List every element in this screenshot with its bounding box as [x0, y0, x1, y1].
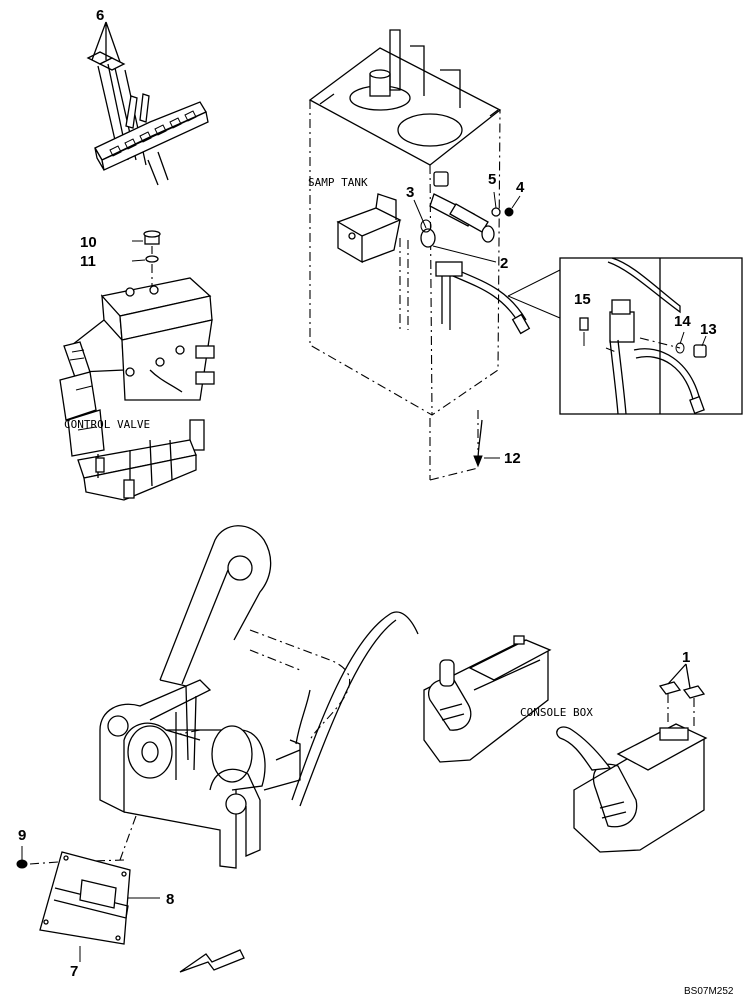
control-valve-label: CONTROL VALVE — [64, 418, 150, 431]
callout-14: 14 — [674, 313, 691, 330]
console-box-right — [556, 663, 708, 853]
callout-15: 15 — [574, 291, 591, 308]
plug-and-oring — [131, 230, 161, 290]
detail-box — [559, 257, 743, 415]
console-box-left — [423, 635, 552, 763]
callout-13: 13 — [700, 321, 717, 338]
callout-2: 2 — [500, 255, 508, 272]
callout-5: 5 — [488, 171, 496, 188]
callout-6: 6 — [96, 7, 104, 24]
callout-7: 7 — [70, 963, 78, 980]
figure-code: BS07M252 — [684, 986, 734, 997]
callout-12: 12 — [504, 450, 521, 467]
callout-4: 4 — [516, 179, 525, 196]
callout-11: 11 — [80, 253, 96, 270]
samp-tank-drawing — [308, 29, 561, 481]
nameplate-drawing — [16, 846, 160, 962]
callout-1: 1 — [682, 649, 690, 666]
samp-tank-label: SAMP TANK — [308, 176, 368, 189]
console-box-label: CONSOLE BOX — [520, 706, 593, 719]
boom-bracket-drawing — [59, 525, 419, 869]
callout-10: 10 — [80, 234, 97, 251]
callout-3: 3 — [406, 184, 414, 201]
decal-block-assembly — [86, 21, 209, 186]
callout-8: 8 — [166, 891, 174, 908]
control-valve-drawing — [59, 277, 215, 501]
front-arrow-icon — [179, 949, 245, 973]
callout-9: 9 — [18, 827, 26, 844]
